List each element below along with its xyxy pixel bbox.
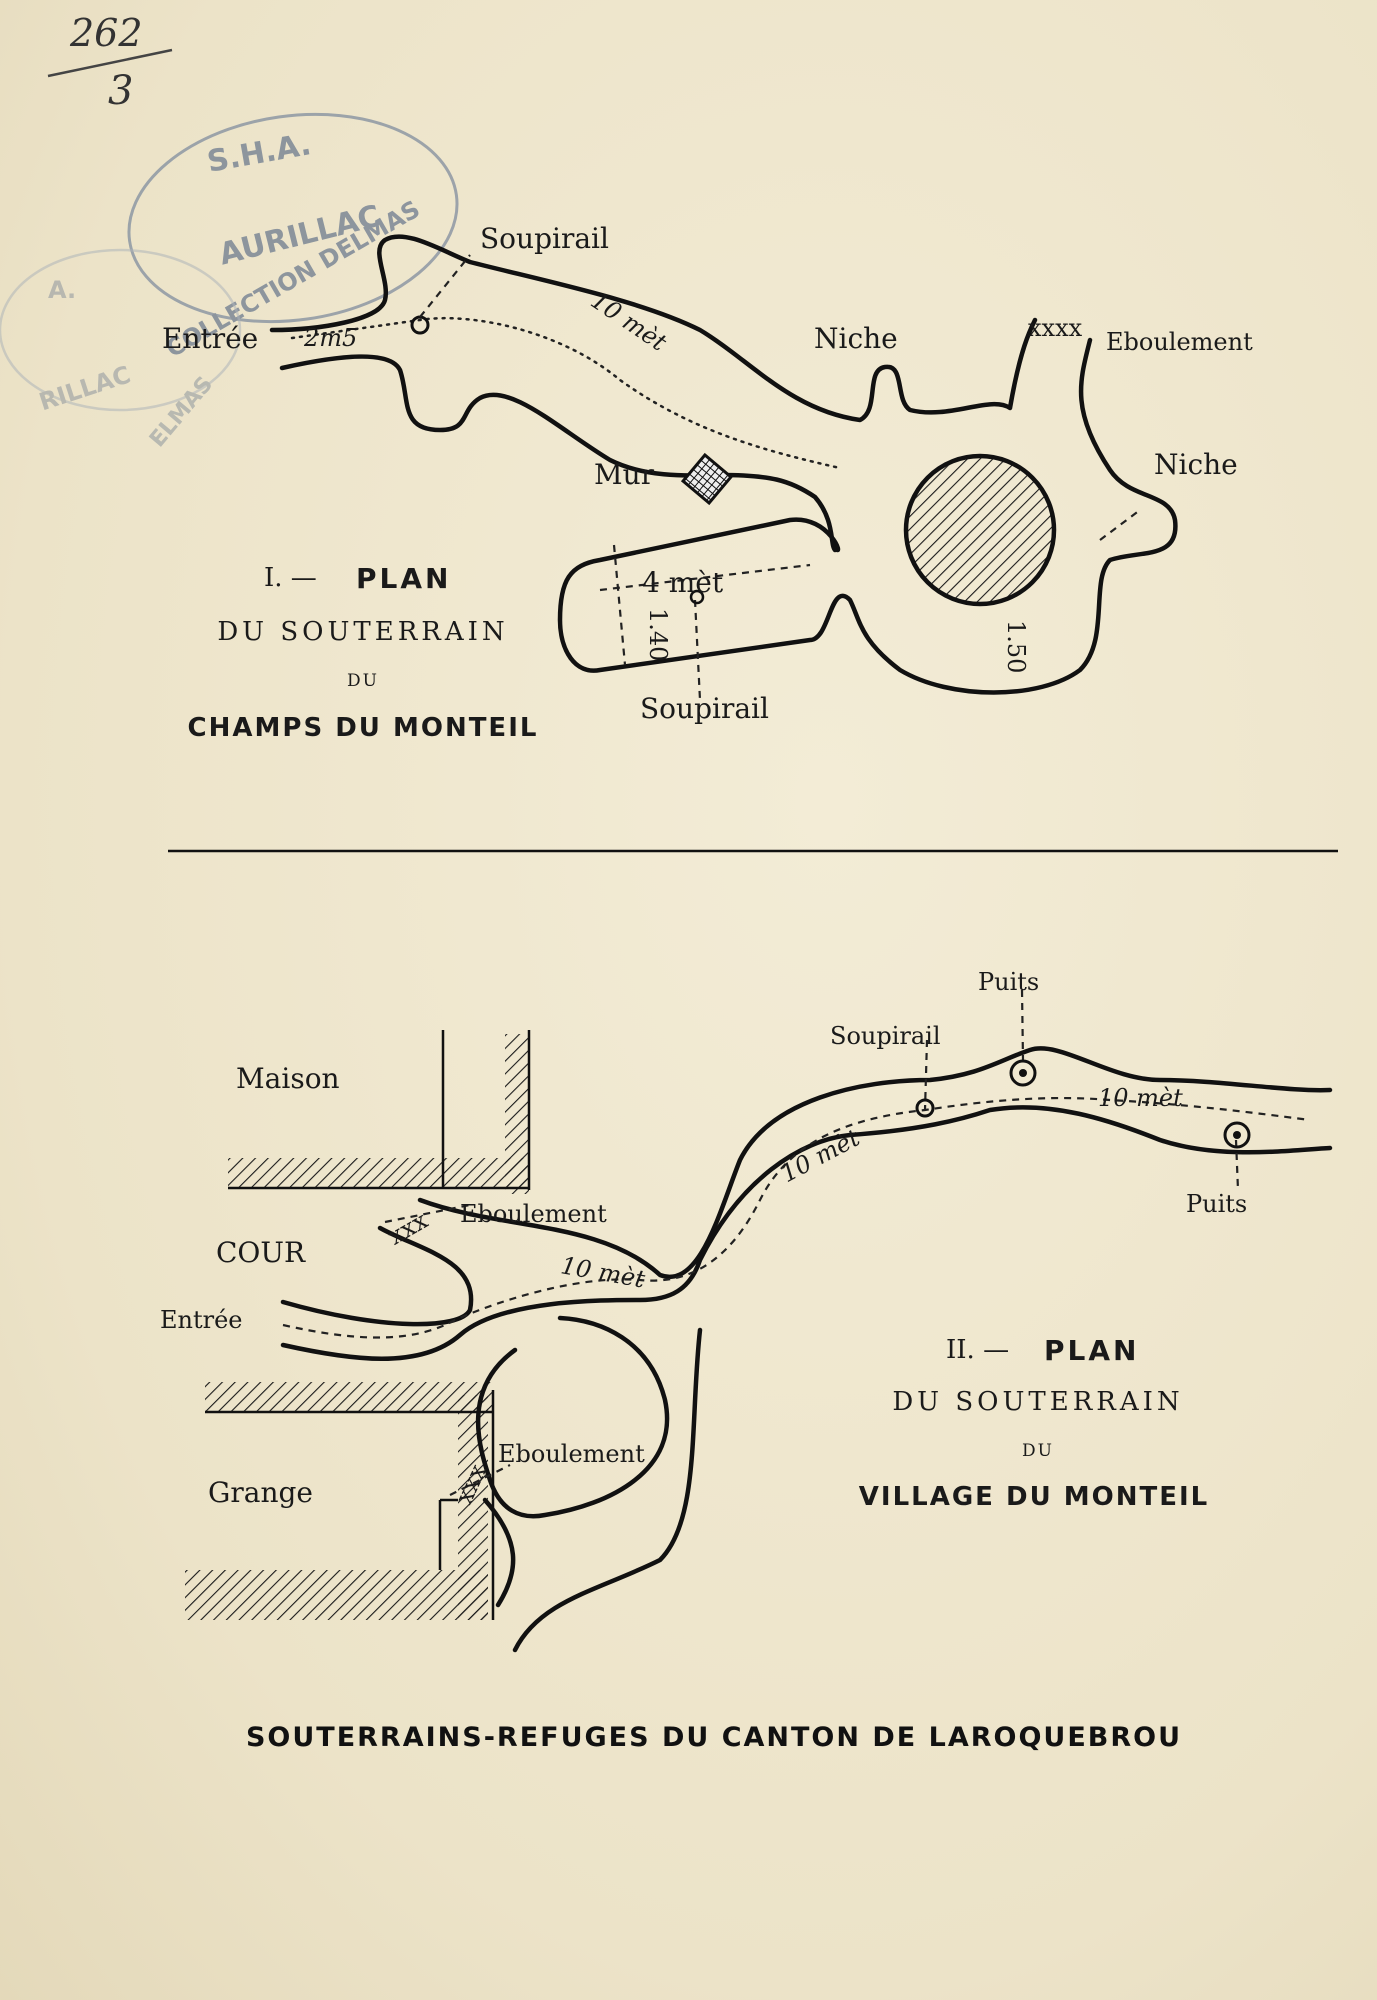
archive-note: 262 3 [47,11,173,114]
label-grange: Grange [208,1476,313,1509]
label-140: 1.40 [644,608,672,661]
stamp-ghost-3: ELMAS [145,372,218,452]
label-10met-1: 10 mèt [586,286,672,357]
label-10met-3: 10 mèt [776,1123,864,1188]
stamp-ghost-2: RILLAC [36,361,134,417]
label-xxx-1: xxx [383,1206,433,1251]
plan-1-map [269,234,1178,701]
plan-1-du: DU [347,671,379,691]
label-soupirail-top: Soupirail [480,222,609,255]
plan-2-map [185,989,1333,1653]
archive-sheet: 3 [108,68,133,114]
label-eboulement-1: Eboulement [1106,328,1253,356]
label-150: 1.50 [1002,620,1030,673]
label-maison: Maison [236,1062,340,1095]
plan-1-title-block: I. — PLAN DU SOUTERRAIN DU CHAMPS DU MON… [188,562,539,743]
plan-2-title-block: II. — PLAN DU SOUTERRAIN DU VILLAGE DU M… [859,1334,1209,1512]
soupirail-marker-3 [915,1098,935,1118]
pillar-hatched [903,453,1057,607]
plan-2-du: DU [1022,1441,1054,1461]
label-niche-top: Niche [814,322,898,355]
label-soupirail-2: Soupirail [830,1022,941,1050]
label-cour: COUR [216,1236,306,1269]
label-puits-bottom: Puits [1186,1190,1247,1218]
library-stamp: S.H.A. AURILLAC COLLECTION DELMAS A. RIL… [0,112,459,452]
puits-marker-1 [1009,1059,1037,1087]
label-xxxx: xxxx [1028,314,1083,342]
archive-number: 262 [69,11,143,55]
plan-2-subtitle: DU SOUTERRAIN [892,1387,1183,1417]
label-eboulement-3: Eboulement [498,1440,645,1468]
plan-1-title: PLAN [356,562,451,595]
label-eboulement-2: Eboulement [460,1200,607,1228]
maison-wall-horizontal [228,1158,528,1188]
soupirail-marker-2 [689,589,705,605]
mur-block [680,452,734,506]
label-mur: Mur [594,458,655,491]
label-entree-1: Entrée [162,322,258,355]
label-4met: 4 mèt [642,566,724,599]
stamp-ghost-1: A. [48,276,76,304]
plan-2-roman: II. — [946,1335,1009,1365]
grange-wall-top [205,1382,493,1412]
label-soupirail-bottom: Soupirail [640,692,769,725]
plan-2-title: PLAN [1044,1334,1139,1367]
label-entree-2: Entrée [160,1306,243,1334]
plan-1-subtitle: DU SOUTERRAIN [217,617,508,647]
stamp-top: S.H.A. [205,127,314,180]
plan-1-place: CHAMPS DU MONTEIL [188,713,539,743]
plan-2-place: VILLAGE DU MONTEIL [859,1482,1209,1512]
grange-wall-bottom [185,1570,488,1620]
label-niche-right: Niche [1154,448,1238,481]
label-puits-top: Puits [978,968,1039,996]
label-10met-4: 10 mèt [1098,1084,1183,1112]
label-2m5: 2m5 [303,324,357,352]
plan-1-roman: I. — [264,563,317,593]
document-footer-title: SOUTERRAINS-REFUGES DU CANTON DE LAROQUE… [246,1722,1182,1753]
puits-marker-2 [1223,1121,1251,1149]
